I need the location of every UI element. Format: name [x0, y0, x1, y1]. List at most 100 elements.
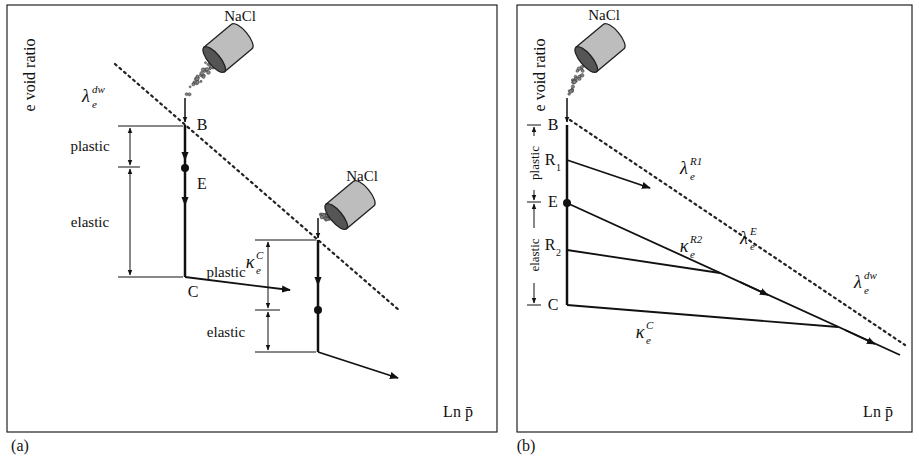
slope-symbol: κ: [246, 252, 255, 272]
salt-grain: [572, 80, 576, 84]
salt-grain: [573, 80, 577, 84]
axis-title-holder: e void ratio: [532, 39, 548, 112]
slope-superscript-holder: dw: [864, 266, 877, 282]
drop-arrow: [566, 98, 568, 122]
slope-superscript: C: [256, 249, 263, 261]
point-label: E: [197, 175, 207, 192]
bracket-arrow: [534, 127, 535, 136]
axis-title: Ln p̄: [443, 403, 473, 420]
salt-bucket: [199, 20, 256, 75]
path-arrow: [185, 175, 186, 205]
slope-subscript: e: [690, 248, 695, 260]
lambda-line: [567, 203, 900, 355]
bracket-arrow: [534, 204, 535, 228]
slope-subscript-holder: e: [646, 331, 651, 347]
point-label: B: [197, 116, 208, 133]
slope-symbol: κ: [636, 322, 645, 342]
slope-symbol-holder: λ: [854, 273, 862, 291]
slope-symbol: λ: [740, 228, 748, 248]
slope-symbol: λ: [680, 158, 688, 178]
slope-symbol-holder: κ: [246, 253, 255, 271]
slope-subscript: e: [750, 240, 755, 252]
point-subscript-holder: 2: [556, 243, 561, 259]
salt-label: NaCl: [346, 168, 378, 184]
point-label-holder: B: [197, 117, 208, 133]
path-arrow: [318, 248, 319, 285]
point-label-holder: E: [197, 176, 207, 192]
axis-title: Ln p̄: [863, 403, 893, 420]
point-label-holder: R: [545, 152, 556, 168]
salt-grain: [581, 69, 584, 72]
salt-grain: [205, 68, 208, 71]
slope-symbol: λ: [854, 272, 862, 292]
bracket-arrow: [534, 190, 535, 200]
void-path: [184, 125, 187, 277]
void-path: [317, 240, 320, 352]
salt-grain: [320, 216, 323, 219]
drop-arrow: [317, 218, 319, 238]
point-label-holder: C: [548, 297, 559, 313]
bracket-arrow: [268, 242, 269, 272]
salt-grain: [188, 93, 191, 96]
salt-label-holder: NaCl: [588, 7, 620, 23]
panel-label: (b): [517, 437, 536, 454]
slope-symbol-holder: κ: [680, 237, 689, 255]
panel-frame: [7, 5, 497, 432]
axis-title-holder: Ln p̄: [443, 404, 473, 420]
bucket-mouth: [571, 43, 601, 75]
drop-arrow: [184, 98, 186, 122]
slope-symbol-holder: λ: [680, 159, 688, 177]
path-arrow: [740, 282, 768, 295]
salt-grains: [185, 56, 587, 221]
salt-grain: [193, 81, 195, 83]
path-arrow: [185, 130, 186, 160]
point-subscript-holder: 1: [556, 158, 561, 174]
range-label: elastic: [71, 214, 109, 230]
slope-subscript-holder: e: [864, 281, 869, 297]
point-label-holder: R: [545, 237, 556, 253]
salt-grain: [575, 77, 577, 79]
slope-symbol: κ: [680, 236, 689, 256]
slope-superscript: C: [646, 319, 653, 331]
salt-grain: [201, 68, 205, 72]
dw-line: [115, 64, 400, 311]
point-label: E: [548, 193, 558, 210]
slope-superscript-holder: dw: [92, 80, 105, 96]
axis-title: e void ratio: [531, 39, 548, 112]
path-arrow: [845, 330, 875, 344]
point-subscript: 1: [556, 162, 561, 173]
slope-symbol-holder: κ: [636, 323, 645, 341]
bracket-tick: [255, 310, 280, 311]
salt-grain: [185, 93, 188, 96]
salt-grain: [202, 76, 205, 79]
point-label-holder: C: [188, 284, 199, 300]
point-label: R: [545, 151, 556, 168]
bucket-mouth: [321, 200, 351, 232]
kappa-line: [567, 250, 720, 273]
slope-subscript: e: [646, 334, 651, 346]
range-label-holder: plastic: [526, 146, 542, 180]
salt-grain: [205, 62, 207, 64]
slope-subscript-holder: e: [690, 245, 695, 261]
point-label: B: [548, 116, 559, 133]
point-dot: [181, 164, 189, 172]
point-label: C: [548, 296, 559, 313]
salt-label-holder: NaCl: [346, 168, 378, 184]
point-subscript: 2: [556, 247, 561, 258]
bracket-tick: [118, 167, 140, 168]
salt-label-holder: NaCl: [224, 8, 256, 24]
slope-subscript: e: [690, 170, 695, 182]
point-label: C: [188, 283, 199, 300]
axis-title: e void ratio: [21, 39, 38, 112]
salt-grain: [209, 67, 211, 69]
reload-line: [567, 160, 650, 188]
bracket-arrow: [534, 283, 535, 303]
salt-bucket: [321, 177, 378, 232]
bracket-arrow: [130, 222, 131, 275]
slope-subscript-holder: e: [750, 237, 755, 253]
salt-grain: [196, 75, 199, 78]
range-label: elastic: [527, 238, 542, 271]
range-label-holder: plastic: [70, 138, 109, 154]
